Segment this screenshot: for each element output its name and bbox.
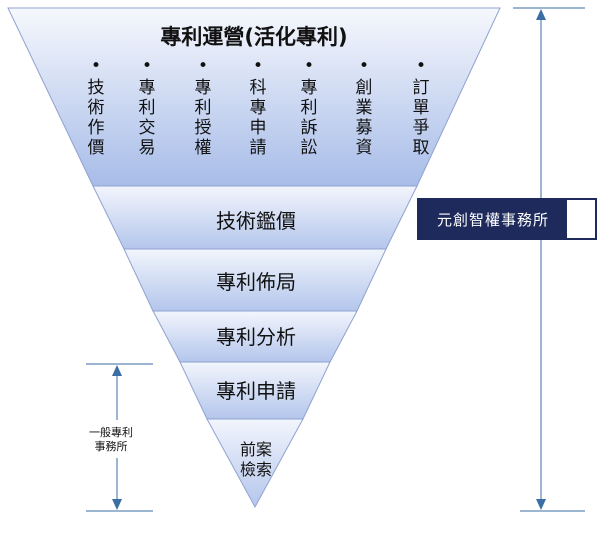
- left-range-arrow: [86, 363, 153, 512]
- right-range-arrow: [513, 7, 585, 512]
- column-char-order-acquisition-2: 爭: [413, 118, 430, 138]
- column-char-patent-trade-3: 易: [139, 138, 156, 158]
- layer-label-patent-application: 專利申請: [216, 379, 296, 403]
- column-char-order-acquisition-3: 取: [413, 138, 430, 158]
- column-char-patent-litigation-2: 訴: [301, 118, 318, 138]
- column-char-startup-funding-0: 創: [356, 78, 373, 98]
- column-char-patent-trade-1: 利: [139, 98, 156, 118]
- layer-label-patent-analysis: 專利分析: [216, 325, 296, 349]
- column-bullet-startup-funding: •: [359, 56, 369, 76]
- firm-badge-label: 元創智權事務所: [436, 210, 549, 229]
- column-bullet-patent-trade: •: [142, 56, 152, 76]
- column-char-research-grant-3: 請: [250, 138, 267, 158]
- column-char-startup-funding-1: 業: [356, 98, 373, 118]
- segment-prior-art-search: [206, 418, 304, 509]
- column-char-patent-licensing-0: 專: [195, 78, 212, 98]
- column-char-patent-trade-2: 交: [139, 118, 156, 138]
- column-bullet-patent-licensing: •: [198, 56, 208, 76]
- general-firm-note-line2: 事務所: [94, 440, 128, 453]
- column-bullet-patent-litigation: •: [304, 56, 314, 76]
- column-bullet-tech-valuation: •: [91, 56, 101, 76]
- column-char-patent-licensing-1: 利: [195, 98, 212, 118]
- column-char-research-grant-2: 申: [250, 118, 267, 138]
- right-arrow-head-up: [536, 9, 546, 20]
- left-arrow-head-down: [112, 499, 122, 510]
- firm-badge: 元創智權事務所: [417, 198, 597, 240]
- layer-label-prior-art-line1: 前案: [240, 440, 272, 459]
- layer-label-patent-portfolio: 專利佈局: [216, 270, 296, 294]
- column-char-order-acquisition-1: 單: [413, 98, 430, 118]
- general-firm-note-line1: 一般專利: [89, 426, 133, 439]
- column-char-startup-funding-2: 募: [356, 118, 373, 138]
- column-char-tech-valuation-3: 價: [88, 138, 105, 158]
- column-char-patent-litigation-0: 專: [301, 78, 318, 98]
- column-char-research-grant-0: 科: [250, 78, 267, 98]
- column-char-order-acquisition-0: 訂: [413, 78, 430, 98]
- column-char-startup-funding-3: 資: [356, 138, 373, 158]
- column-char-tech-valuation-2: 作: [88, 118, 105, 138]
- layer-label-technology-valuation: 技術鑑價: [216, 209, 296, 233]
- column-char-patent-litigation-3: 訟: [301, 138, 318, 158]
- left-arrow-head-up: [112, 365, 122, 376]
- column-bullet-order-acquisition: •: [416, 56, 426, 76]
- right-arrow-head-down: [536, 499, 546, 510]
- column-char-patent-trade-0: 專: [139, 78, 156, 98]
- column-char-patent-licensing-3: 權: [195, 138, 212, 158]
- column-char-patent-litigation-1: 利: [301, 98, 318, 118]
- column-bullet-research-grant: •: [253, 56, 263, 76]
- general-firm-note: 一般專利 事務所: [72, 426, 150, 454]
- column-char-tech-valuation-0: 技: [88, 78, 105, 98]
- column-char-tech-valuation-1: 術: [88, 98, 105, 118]
- layer-label-prior-art-line2: 檢索: [240, 460, 272, 479]
- column-char-research-grant-1: 專: [250, 98, 267, 118]
- firm-badge-fill: [419, 200, 567, 238]
- column-char-patent-licensing-2: 授: [195, 118, 212, 138]
- pyramid-top-title: 專利運營(活化專利): [160, 25, 347, 49]
